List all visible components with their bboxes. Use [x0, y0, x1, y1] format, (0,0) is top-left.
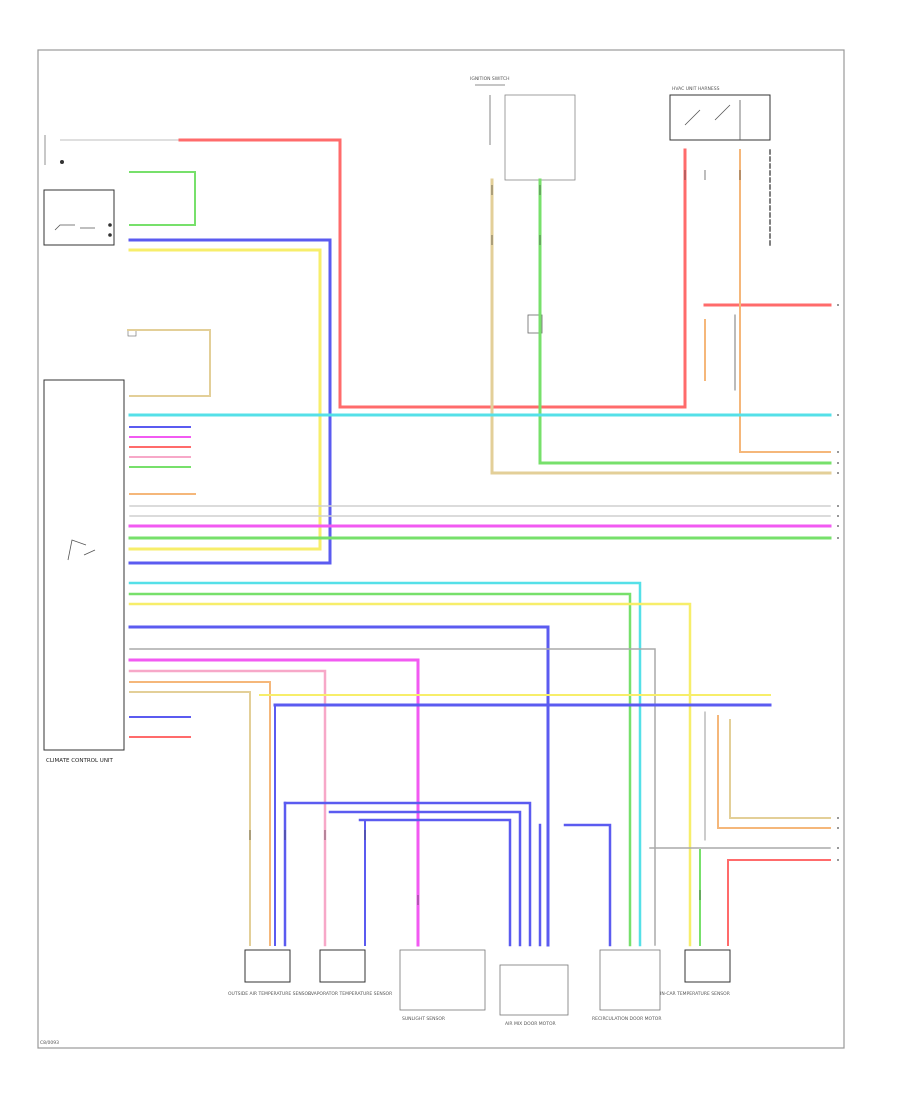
ignition-switch-group: [44, 135, 180, 165]
recirculation-door-motor: [599, 949, 661, 1011]
air-mix-door-motor: [499, 964, 569, 1016]
sensor-1-label: OUTSIDE AIR TEMPERATURE SENSOR: [228, 991, 311, 997]
hvac-unit-label: HVAC UNIT HARNESS: [672, 86, 720, 92]
connector-marks: [249, 170, 741, 905]
control-unit-label: CLIMATE CONTROL UNIT: [46, 758, 114, 764]
evaporator-temp-sensor: [319, 949, 366, 983]
sunlight-sensor: [399, 949, 486, 1011]
wire-harness: [127, 138, 832, 947]
ignition-switch-label: IGNITION SWITCH: [470, 76, 510, 82]
sensor-6-label: IN-CAR TEMPERATURE SENSOR: [660, 991, 730, 997]
sensor-3-label: SUNLIGHT SENSOR: [402, 1016, 445, 1022]
in-car-temp-sensor: [684, 949, 731, 983]
sensor-4-label: AIR MIX DOOR MOTOR: [505, 1021, 556, 1027]
right-terminals: [837, 304, 839, 861]
hvac-unit-harness-box: [669, 94, 771, 141]
climate-control-unit: [43, 379, 125, 751]
blower-motor-relay-box: [43, 189, 115, 246]
page-code: C8/0093: [40, 1040, 59, 1046]
sensor-2-label: EVAPORATOR TEMPERATURE SENSOR: [308, 991, 392, 997]
outside-air-temp-sensor: [244, 949, 291, 983]
sensor-5-label: RECIRCULATION DOOR MOTOR: [592, 1016, 661, 1022]
